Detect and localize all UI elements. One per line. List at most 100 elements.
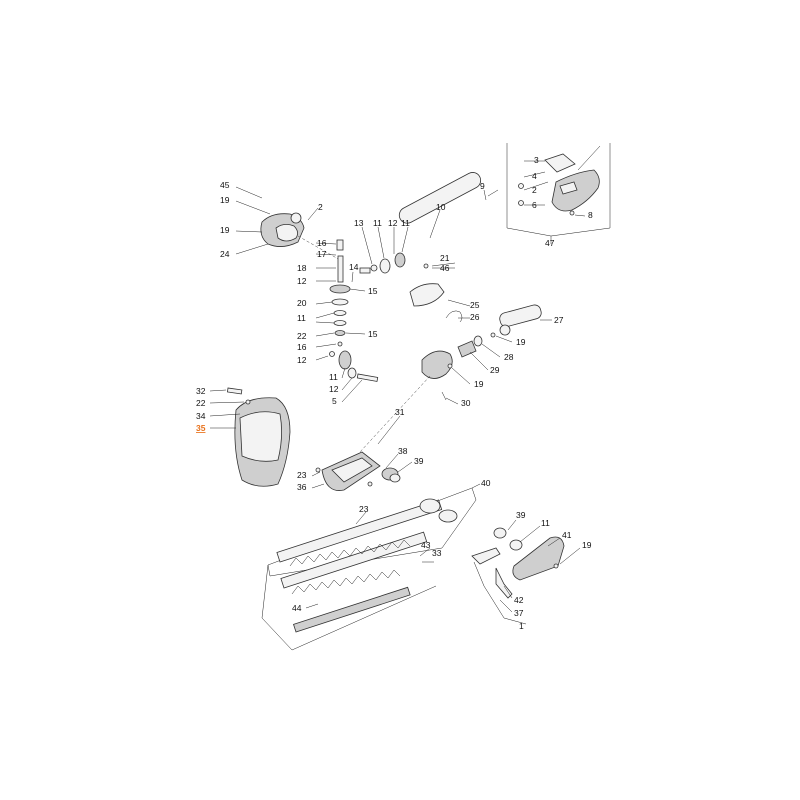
callout: 8 (588, 210, 593, 220)
callout: 39 (414, 456, 424, 466)
callout: 38 (398, 446, 408, 456)
callout: 11 (541, 518, 550, 528)
callout: 46 (440, 263, 450, 273)
inset-switch-part (544, 153, 576, 173)
washer-part (333, 310, 347, 316)
screw-icon (423, 263, 429, 269)
callout: 19 (220, 225, 230, 235)
callout: 16 (297, 342, 307, 352)
inset-trigger-part (559, 181, 578, 195)
gearbox-cover (331, 457, 373, 483)
callout-labels: 45 19 19 24 2 16 17 18 12 14 15 13 11 12… (196, 155, 593, 631)
callout: 41 (562, 530, 572, 540)
callout: 23 (359, 504, 369, 514)
gear-housing-assembly (235, 186, 341, 261)
callout: 11 (401, 218, 410, 228)
handle-cluster (359, 262, 552, 453)
callout: 9 (480, 181, 485, 191)
bearing-part (394, 252, 406, 268)
lower-blade (280, 531, 428, 589)
gear-housing-cover (275, 224, 298, 242)
bracket-part (495, 567, 513, 599)
callout: 28 (504, 352, 514, 362)
callout: 2 (532, 185, 537, 195)
callout: 6 (532, 200, 537, 210)
callout: 22 (196, 398, 206, 408)
callout: 33 (432, 548, 442, 558)
callout: 32 (196, 386, 206, 396)
screw-icon (367, 481, 373, 487)
screw-icon (447, 363, 453, 369)
spring-cable (445, 310, 463, 323)
callout: 11 (329, 372, 338, 382)
handle-end-cap (499, 324, 511, 336)
inset-screw-icon (518, 183, 524, 189)
gear-wheel (329, 284, 351, 294)
callout: 16 (317, 238, 327, 248)
callout: 34 (196, 411, 206, 421)
callout: 20 (297, 298, 307, 308)
washer-part (333, 320, 347, 326)
callout: 37 (514, 608, 524, 618)
blade-assembly (261, 483, 481, 651)
highlighted-callout[interactable]: 35 (196, 423, 206, 433)
drive-shaft-stack (315, 239, 379, 403)
drive-tube (398, 172, 482, 224)
shaft-part (359, 267, 371, 274)
callout: 29 (490, 365, 500, 375)
inset-screw-icon (569, 210, 575, 216)
callout: 2 (318, 202, 323, 212)
lever-part (471, 547, 501, 565)
callout: 19 (582, 540, 592, 550)
callout: 12 (297, 355, 307, 365)
callout: 13 (354, 218, 364, 228)
callout: 5 (332, 396, 337, 406)
callout: 17 (317, 249, 327, 259)
blade-guard-assembly (209, 387, 291, 487)
side-plate-assembly (471, 519, 581, 625)
inset-detail (506, 143, 611, 244)
callout: 24 (220, 249, 230, 259)
callout: 22 (297, 331, 307, 341)
washer-part (370, 264, 378, 272)
callout: 15 (368, 286, 378, 296)
blade-eye (419, 498, 441, 514)
switch-box (409, 283, 445, 307)
callout: 1 (519, 621, 524, 631)
side-plate (512, 536, 565, 581)
washer-part (245, 399, 251, 405)
tube-assembly (359, 172, 499, 274)
callout: 31 (395, 407, 405, 417)
bushing-part (509, 539, 523, 551)
callout: 23 (297, 470, 307, 480)
callout: 11 (373, 218, 382, 228)
blade-guard-face (239, 411, 282, 462)
callout: 27 (554, 315, 564, 325)
housing-boss (290, 212, 302, 224)
gearbox-assembly (311, 451, 413, 491)
callout: 47 (545, 238, 555, 248)
callout: 42 (514, 595, 524, 605)
callout: 25 (470, 300, 480, 310)
callout: 36 (297, 482, 307, 492)
callout: 18 (297, 263, 307, 273)
washer-part (331, 298, 349, 306)
bearing-part (336, 239, 344, 251)
callout: 45 (220, 180, 230, 190)
callout: 12 (297, 276, 307, 286)
clamp-body (421, 350, 453, 379)
callout: 44 (292, 603, 302, 613)
shaft-part (337, 255, 344, 283)
callout: 26 (470, 312, 480, 322)
connecting-pin (356, 373, 379, 382)
callout: 15 (368, 329, 378, 339)
bolt-part (226, 387, 243, 395)
callout: 30 (461, 398, 471, 408)
callout: 14 (349, 262, 359, 272)
callout: 11 (297, 313, 306, 323)
callout: 10 (436, 202, 446, 212)
bearing-part (379, 258, 391, 274)
callout: 19 (516, 337, 526, 347)
blade-bar (293, 586, 411, 633)
